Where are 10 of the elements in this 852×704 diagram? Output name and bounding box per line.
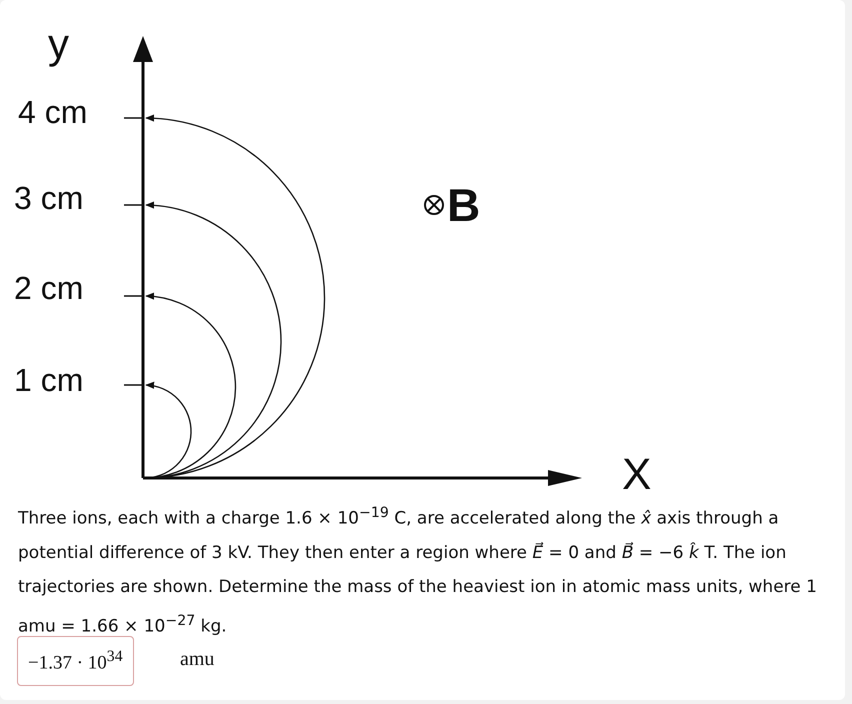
- unit-label: amu: [180, 648, 214, 671]
- problem-text: Three ions, each with a charge 1.6 × 10$^{−19}$ C, are accelerated along the x̂ axis through a potential difference of 3 kV. They then enter a region where E⃗ = 0 and B⃗ = −6 k̂ T. The ion trajectories are shown. Determine the mass of the heaviest ion in atomic mass units, where 1 amu = 1.66 × 10$^{−27}$ kg.: [18, 504, 818, 638]
- tick-label: 1 cm: [14, 362, 84, 399]
- axis-label: y: [48, 20, 69, 68]
- answer-field: −1.37 · 10$^{34}$: [17, 636, 134, 686]
- axis-label: X: [622, 450, 652, 500]
- tick-label: 2 cm: [14, 270, 84, 307]
- tick-label: 4 cm: [18, 94, 88, 131]
- tick-label: 3 cm: [14, 180, 84, 217]
- field-label: B: [447, 178, 480, 232]
